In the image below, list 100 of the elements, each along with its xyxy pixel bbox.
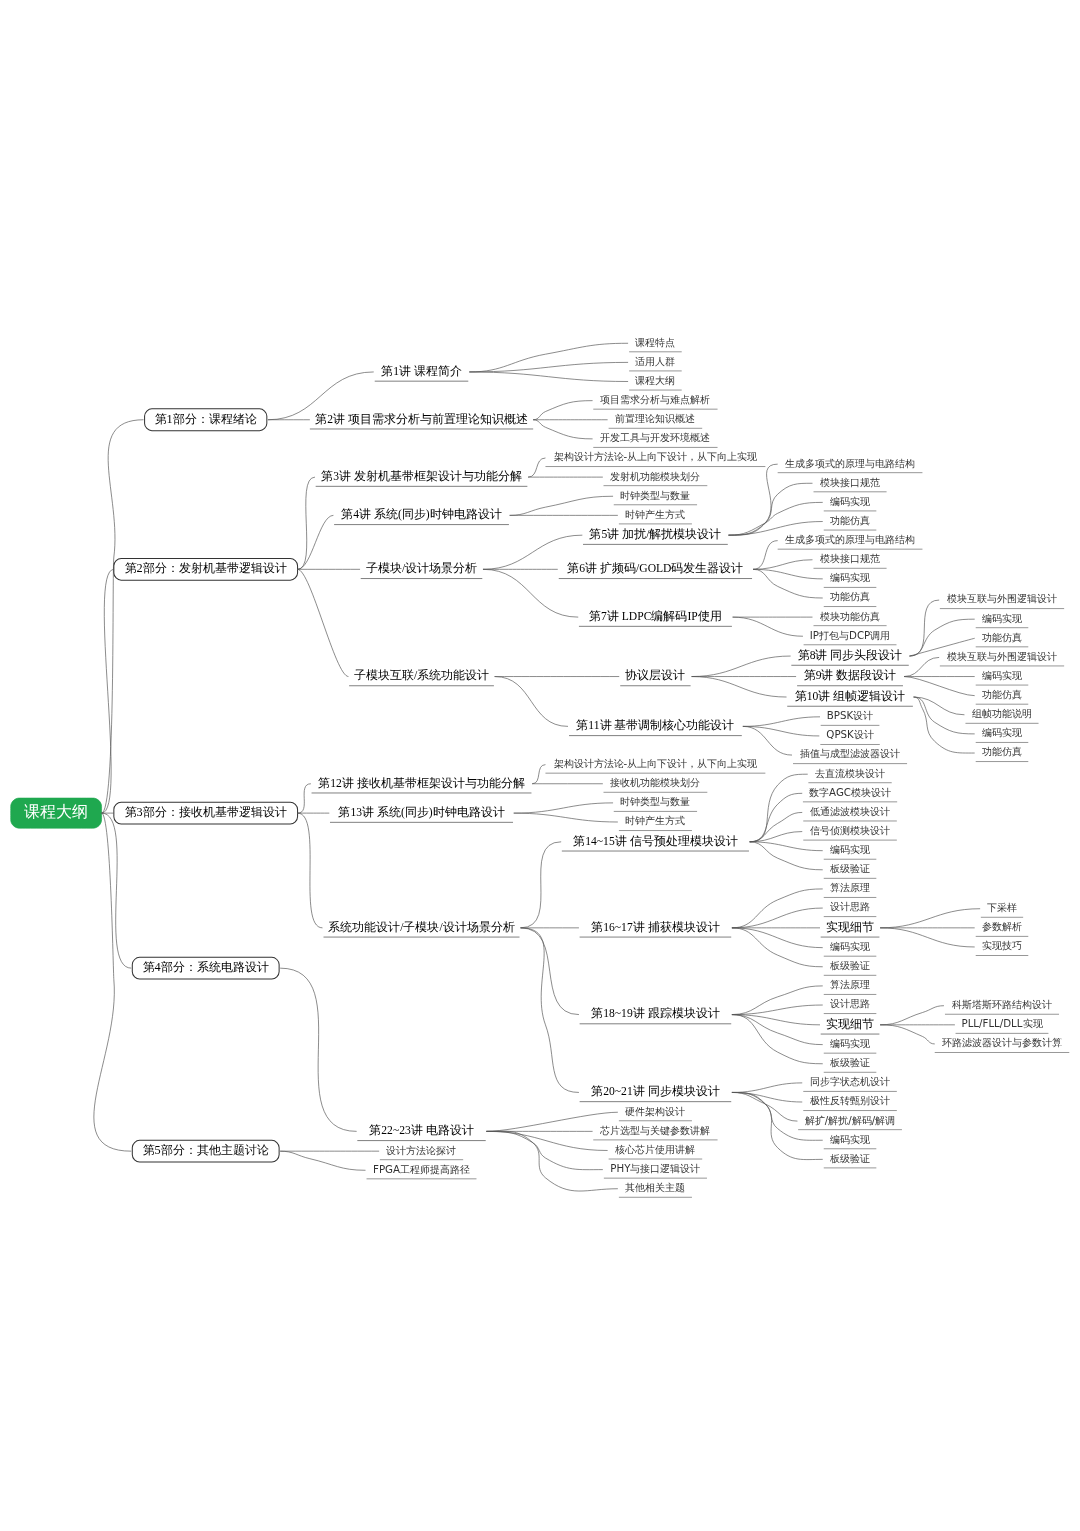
connector	[909, 618, 975, 656]
connector	[728, 520, 824, 535]
connector	[731, 1013, 824, 1064]
node-text: 编码实现	[830, 494, 871, 507]
node-text: 极性反转甄别设计	[810, 1093, 891, 1106]
node-text: 编码实现	[830, 842, 871, 855]
connector	[297, 514, 334, 570]
node-text: 模块互联与外围逻辑设计	[947, 649, 1057, 662]
connector	[732, 616, 813, 617]
node-text: 第8讲 同步头段设计	[797, 648, 903, 662]
node-text: PHY与接口逻辑设计	[610, 1161, 701, 1174]
node-text: 实现技巧	[982, 938, 1022, 951]
connector	[93, 812, 132, 1151]
node-text: 适用人群	[635, 354, 676, 367]
connector	[297, 568, 361, 570]
connector	[297, 568, 349, 677]
node-text: 数字AGC模块设计	[809, 785, 891, 798]
node-box: 课程大纲	[10, 797, 102, 828]
node-text: 第6讲 扩频码/GOLD码发生器设计	[567, 561, 744, 575]
node-text: 第10讲 组帧逻辑设计	[794, 689, 906, 703]
node-text: 架构设计方法论-从上向下设计，从下向上实现	[553, 756, 758, 769]
node-text: 编码实现	[830, 1132, 871, 1145]
node-text: 协议层设计	[625, 668, 686, 682]
connector	[509, 514, 619, 516]
connector	[909, 637, 975, 656]
node-box: 第2部分：发射机基带逻辑设计	[113, 557, 299, 581]
node-text: 前置理论知识概述	[615, 411, 696, 424]
node-text: 生成多项式的原理与电路结构	[785, 456, 916, 469]
node-text: 信号侦测模块设计	[810, 823, 891, 836]
connector	[101, 568, 115, 813]
connector	[513, 812, 619, 822]
node-text: BPSK设计	[826, 708, 874, 721]
connector	[482, 568, 579, 617]
connector	[732, 616, 804, 637]
connector	[527, 476, 604, 477]
connector	[267, 418, 311, 420]
node-text: IP打包与DCP调用	[809, 628, 891, 641]
node-text: 实现细节	[826, 920, 875, 934]
node-text: 第14~15讲 信号预处理模块设计	[573, 834, 738, 848]
connector	[752, 539, 778, 570]
node-text: 科斯塔斯环路结构设计	[952, 997, 1052, 1010]
node-text: 第22~23讲 电路设计	[369, 1123, 474, 1137]
node-text: 板级验证	[830, 958, 871, 971]
node-text: 开发工具与开发环境概述	[600, 430, 711, 443]
node-text: 编码实现	[982, 725, 1022, 738]
connector	[731, 927, 824, 967]
node-text: 参数解析	[982, 919, 1022, 932]
node-text: 子模块/设计场景分析	[365, 561, 478, 575]
node-text: 低通滤波模块设计	[810, 804, 891, 817]
connector	[913, 696, 975, 734]
node-text: 课程大纲	[635, 373, 676, 386]
node-text: 功能仿真	[982, 687, 1022, 700]
node-text: 算法原理	[830, 880, 871, 893]
connector	[691, 675, 787, 697]
node-text: 解扩/解扰/解码/解调	[804, 1113, 896, 1126]
node-text: 第4讲 系统(同步)时钟电路设计	[341, 507, 502, 521]
node-text: 编码实现	[830, 939, 871, 952]
node-box: 第1部分：课程绪论	[144, 407, 268, 431]
node-text: 第9讲 数据段设计	[803, 668, 897, 682]
node-text: 第11讲 基带调制核心功能设计	[576, 718, 735, 732]
connector	[879, 927, 975, 947]
node-text: 板级验证	[830, 1151, 871, 1164]
connector	[731, 1091, 824, 1160]
node-text: 组帧功能说明	[972, 706, 1032, 719]
node-text: 算法原理	[830, 977, 871, 990]
node-text: 编码实现	[982, 668, 1022, 681]
connector	[297, 812, 330, 813]
node-text: 其他相关主题	[625, 1180, 686, 1193]
node-text: 功能仿真	[830, 589, 871, 602]
node-text: 功能仿真	[982, 630, 1022, 643]
node-text: 板级验证	[830, 861, 871, 874]
node-text: 第20~21讲 同步模块设计	[591, 1084, 720, 1098]
node-text: 时钟类型与数量	[620, 488, 691, 501]
connector	[101, 812, 132, 968]
node-text: 插值与成型滤波器设计	[800, 746, 901, 759]
node-text: 第16~17讲 捕获模块设计	[591, 920, 720, 934]
connector	[267, 371, 375, 420]
connector	[749, 840, 824, 870]
node-text: 第12讲 接收机基带框架设计与功能分解	[318, 776, 525, 790]
node-box: 第5部分：其他主题讨论	[131, 1139, 280, 1163]
node-text: 时钟类型与数量	[620, 794, 691, 807]
node-text: 去直流模块设计	[815, 766, 886, 779]
node-text: QPSK设计	[826, 727, 874, 740]
node-text: 接收机功能模块划分	[610, 775, 701, 788]
node-text: 芯片选型与关键参数讲解	[600, 1123, 711, 1136]
node-text: 架构设计方法论-从上向下设计，从下向上实现	[553, 449, 758, 462]
node-box: 第3部分：接收机基带逻辑设计	[113, 801, 299, 825]
node-text: 时钟产生方式	[625, 813, 686, 826]
connector	[486, 1130, 619, 1191]
node-text: 功能仿真	[982, 744, 1022, 757]
connector	[494, 675, 569, 727]
node-text: 设计思路	[830, 899, 871, 912]
node-text: 同步字状态机设计	[810, 1074, 891, 1087]
node-text: 实现细节	[826, 1017, 875, 1031]
connector	[531, 782, 604, 784]
connector	[532, 418, 593, 439]
node-text: 编码实现	[830, 570, 871, 583]
node-text: 第7讲 LDPC编解码IP使用	[589, 609, 722, 623]
node-text: 设计方法论探讨	[386, 1143, 457, 1156]
connector	[279, 1150, 366, 1171]
